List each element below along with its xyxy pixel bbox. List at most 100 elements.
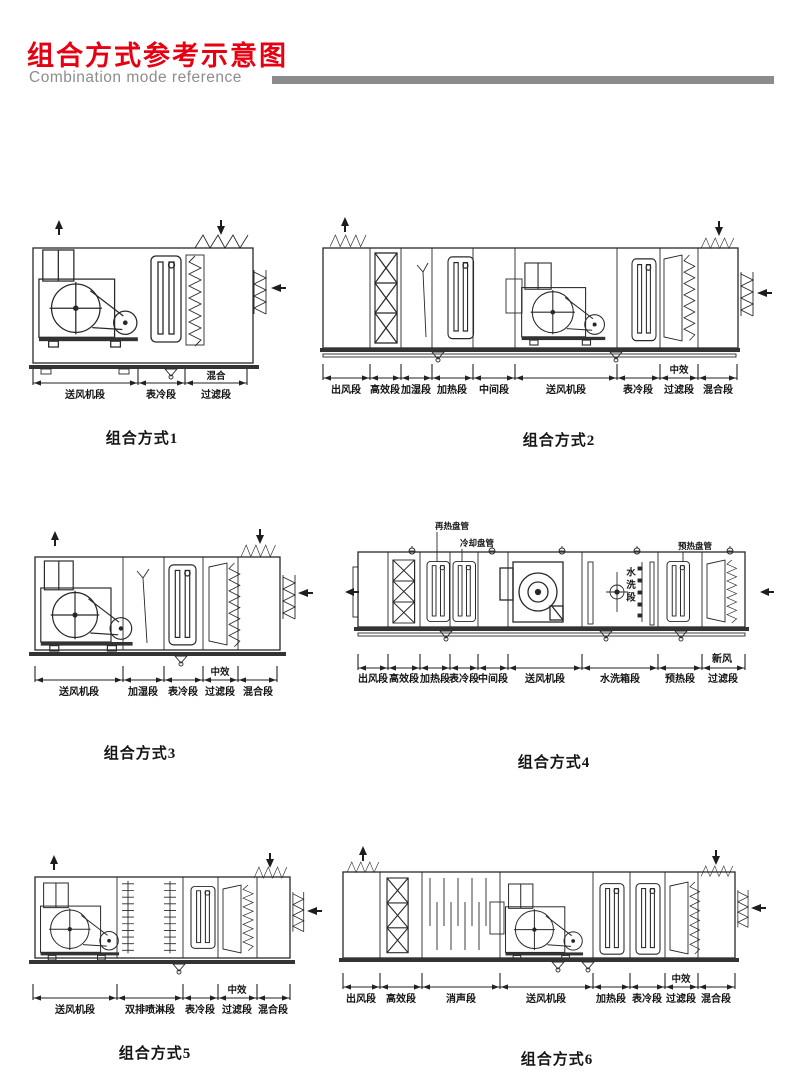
section-label: 送风机段 xyxy=(524,672,565,685)
dimension-mark xyxy=(451,665,458,671)
airflow-up-arrow-icon xyxy=(55,220,63,235)
filter-icon xyxy=(188,255,202,347)
dimension-mark xyxy=(583,665,590,671)
unit-casing xyxy=(34,556,281,651)
dimension-mark xyxy=(139,380,146,386)
dimension-mark xyxy=(585,984,592,990)
roof-hatch-icon xyxy=(346,861,380,873)
section-label: 加热段 xyxy=(595,992,626,1005)
fan-icon xyxy=(40,882,120,961)
base-rail xyxy=(29,365,259,369)
coil-icon xyxy=(150,255,182,343)
dimension-mark xyxy=(282,995,289,1001)
unit-casing xyxy=(32,247,254,364)
coil-icon xyxy=(666,560,690,623)
airflow-in-arrow-icon xyxy=(298,589,313,597)
dimension-mark xyxy=(609,375,616,381)
dimension-mark xyxy=(34,995,41,1001)
louver-icon xyxy=(282,574,296,620)
note-label: 中效 xyxy=(210,666,230,678)
dimension-mark xyxy=(690,984,697,990)
filter-frame xyxy=(706,559,726,623)
note-label: 中效 xyxy=(669,364,689,376)
page-title: 组合方式参考示意图 xyxy=(27,41,288,71)
fan-inlet xyxy=(489,901,505,935)
base-rail xyxy=(320,348,740,352)
dimension-mark xyxy=(703,665,710,671)
roof-hatch-icon xyxy=(700,865,734,877)
section-label: 混合段 xyxy=(703,383,733,396)
airflow-in-arrow-icon xyxy=(760,588,774,596)
drain-icon xyxy=(581,961,595,973)
dimension-mark xyxy=(659,665,666,671)
callout-leader-lines xyxy=(436,532,684,562)
dimension-mark xyxy=(727,984,734,990)
dimension-mark xyxy=(239,677,246,683)
dimension-mark xyxy=(165,677,172,683)
note-label: 中效 xyxy=(227,984,247,996)
dimension-mark xyxy=(414,984,421,990)
dimension-mark xyxy=(344,984,351,990)
section-label: 过滤段 xyxy=(205,685,235,698)
section-label: 过滤段 xyxy=(666,992,696,1005)
section-label: 加热段 xyxy=(436,383,467,396)
section-label: 送风机段 xyxy=(54,1003,95,1016)
filter-frame xyxy=(208,562,228,646)
dimension-mark xyxy=(118,995,125,1001)
coil-icon xyxy=(447,256,475,340)
ahu-drawing-2: 中效 出风段 高效段 加湿段 加热段 中间段 送风机段 表冷段 过滤段 混合段 xyxy=(320,217,772,396)
dimension-line xyxy=(32,984,291,1001)
spray-bank-icon xyxy=(121,880,135,954)
section-label: 加湿段 xyxy=(127,685,158,698)
diagram-panel-6: 中效 出风段 高效段 消声段 送风机段 加热段 表冷段 过滤段 混合段 xyxy=(330,840,795,1075)
ahu-drawing-6: 中效 出风段 高效段 消声段 送风机段 加热段 表冷段 过滤段 混合段 xyxy=(339,846,766,1005)
section-label: 表冷段 xyxy=(167,685,198,698)
airflow-down-arrow-icon xyxy=(217,220,225,235)
drain-icon xyxy=(164,368,178,380)
dimension-mark xyxy=(195,677,202,683)
dimension-mark xyxy=(269,677,276,683)
louver-icon xyxy=(740,271,754,317)
dimension-mark xyxy=(249,995,256,1001)
diagram-panel-5: 中效 送风机段 双排喷淋段 表冷段 过滤段 混合段 xyxy=(15,845,325,1070)
fresh-air-label: 新风 xyxy=(712,652,732,665)
dimension-mark xyxy=(574,665,581,671)
section-dividers xyxy=(122,557,239,650)
dimension-mark xyxy=(124,677,131,683)
caption-3: 组合方式3 xyxy=(103,746,177,762)
airflow-up-arrow-icon xyxy=(50,855,58,870)
filter-frame xyxy=(669,881,689,955)
section-label: 过滤段 xyxy=(222,1003,252,1016)
filter-frame xyxy=(222,884,242,954)
fan-icon xyxy=(499,561,564,623)
dimension-mark xyxy=(115,677,122,683)
dimension-mark xyxy=(666,984,673,990)
note-label: 中效 xyxy=(671,973,691,985)
filter-frame xyxy=(185,254,205,346)
dimension-line xyxy=(32,369,248,386)
section-label: 表冷段 xyxy=(145,388,176,401)
screw-icon xyxy=(408,545,416,555)
screw-icon xyxy=(633,545,641,555)
dimension-line xyxy=(357,654,746,671)
coil-callout-label: 预热盘管 xyxy=(678,541,713,551)
base-rail xyxy=(29,960,295,964)
coil-icon xyxy=(452,560,476,623)
fan-icon xyxy=(40,560,134,652)
drain-icon xyxy=(174,655,188,667)
section-label: 表冷段 xyxy=(631,992,662,1005)
drain-icon xyxy=(551,961,565,973)
dimension-mark xyxy=(34,380,41,386)
filter-icon xyxy=(683,254,696,341)
filter-icon xyxy=(726,559,737,624)
dimension-mark xyxy=(109,995,116,1001)
section-label: 出风段 xyxy=(358,672,388,685)
roof-hatch-icon xyxy=(240,544,276,558)
section-label: 加湿段 xyxy=(400,383,431,396)
dimension-mark xyxy=(516,375,523,381)
caption-5: 组合方式5 xyxy=(118,1046,192,1062)
dimension-mark xyxy=(652,375,659,381)
note-label: 混合 xyxy=(206,370,226,382)
dimension-mark xyxy=(442,665,449,671)
dimension-mark xyxy=(362,375,369,381)
